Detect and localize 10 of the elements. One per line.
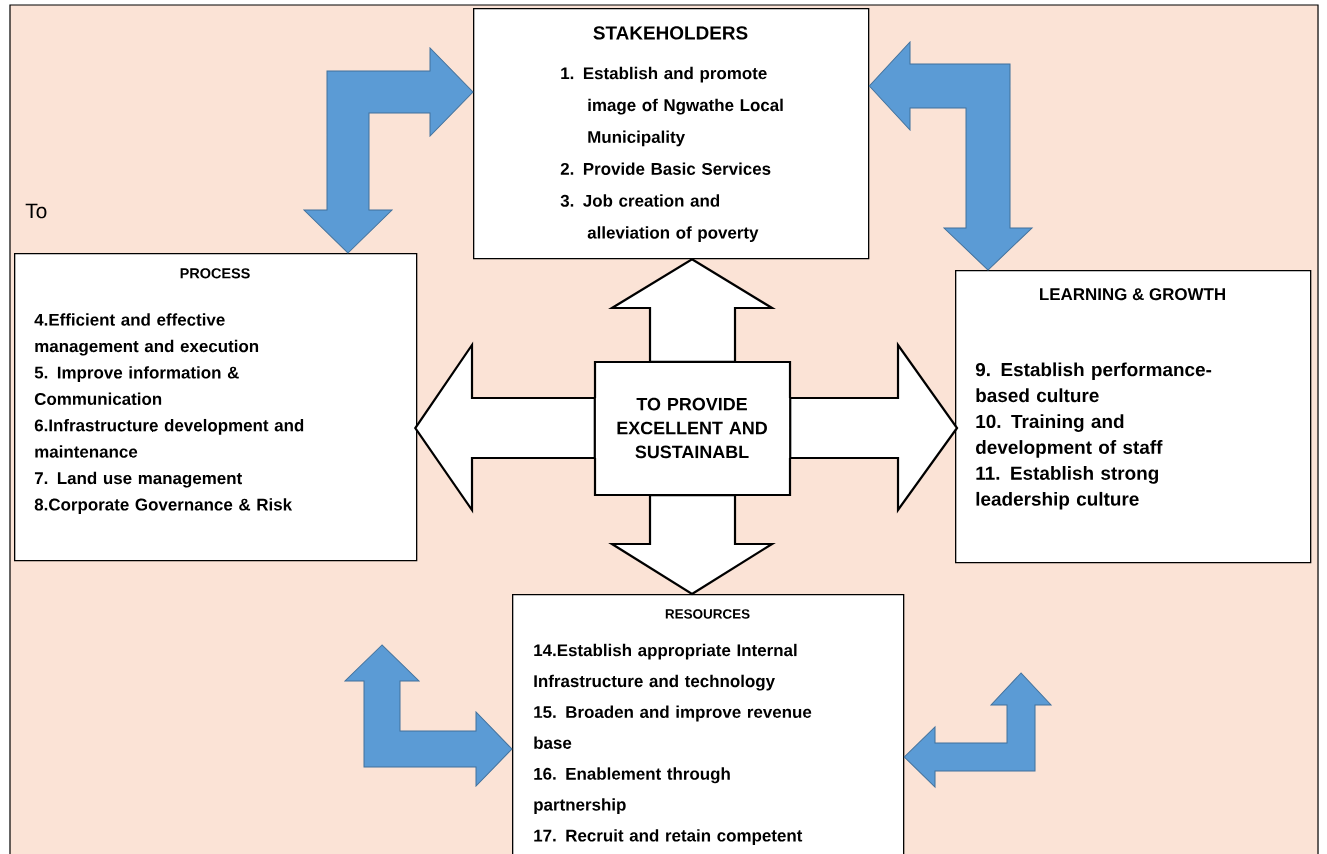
text-box: PROCESS 4.Efficient and effective management and execution 5. Improve information & Communication 6.Infrastructure development and maintenance 7. Land use management 8.Corporate Governance & Risk [14,253,418,562]
block-arrow [303,47,474,254]
text-box: STAKEHOLDERS 1. Establish and promote image of Ngwathe Local Municipality 2. Provide Basic Services 3. Job creation and alleviation of poverty [473,8,870,260]
side-label: To [25,203,47,219]
block-arrow [344,644,513,787]
text-box: LEARNING & GROWTH 9. Establish performance-based culture 10. Training and development of staff 11. Establish strong leadership culture [955,270,1312,564]
arrow-hub: TO PROVIDE EXCELLENT AND SUSTAINABL [593,360,792,497]
block-arrow [903,672,1052,788]
text-box: RESOURCES 14.Establish appropriate Internal Infrastructure and technology 15. Broaden and improve revenue base 16. Enablement through partnership 17. Recruit and retain competent [512,594,905,854]
block-arrow [868,41,1033,271]
